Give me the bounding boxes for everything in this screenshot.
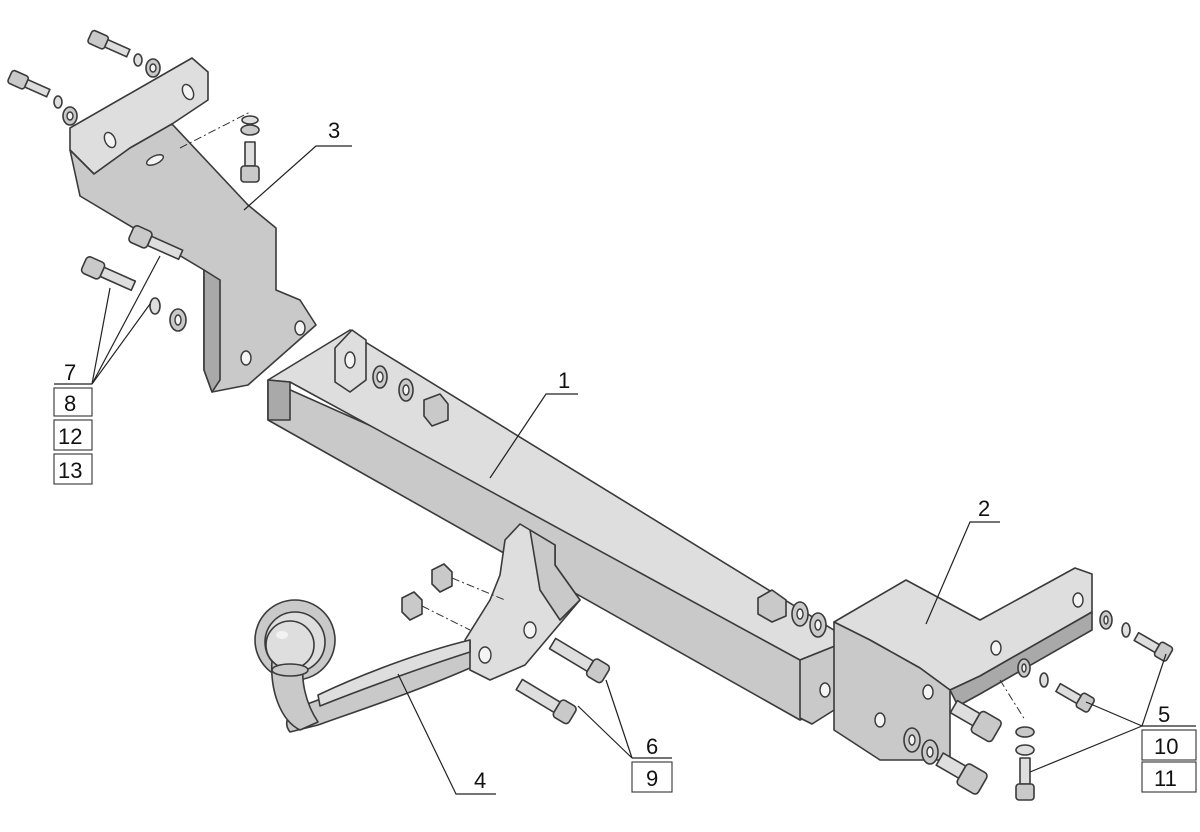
callout-2-label: 2 [978,496,990,521]
callout-3: 3 [243,118,352,211]
callout-3-label: 3 [328,118,340,143]
callout-4-label: 4 [474,768,486,793]
callout-1-label: 1 [558,368,570,393]
part-number-box-11 [1141,761,1197,793]
callout-1: 1 [489,368,578,479]
part-number-11: 11 [1154,766,1177,791]
part-number-10: 10 [1154,734,1178,759]
beam-left-spacers [372,365,449,427]
part-number-9: 9 [646,766,658,791]
left-mounting-bracket [69,57,317,393]
tow-ball-assembly [254,523,581,733]
callout-2: 2 [925,496,1000,625]
fastener-group-left: 7 8 12 13 [53,255,161,485]
part-number-5: 5 [1158,702,1170,727]
fastener-group-right: 5 10 11 [1029,653,1197,793]
cross-beam [267,329,851,725]
part-number-12: 12 [58,424,82,449]
left-bracket-fasteners [7,29,260,332]
part-number-13: 13 [58,458,82,483]
right-mounting-bracket [833,567,1093,761]
ball-mount-bolts [515,637,611,725]
part-number-7: 7 [64,360,76,385]
part-number-6: 6 [646,734,658,759]
callout-4: 4 [397,673,496,795]
part-number-box-10 [1141,729,1197,761]
part-number-8: 8 [64,391,76,416]
part-number-box-12 [53,419,93,451]
part-number-box-8 [53,387,93,417]
part-number-box-13 [53,453,93,485]
right-bracket-fasteners [757,589,1174,801]
fastener-group-center: 6 9 [577,679,673,793]
part-number-box-9 [631,761,673,793]
